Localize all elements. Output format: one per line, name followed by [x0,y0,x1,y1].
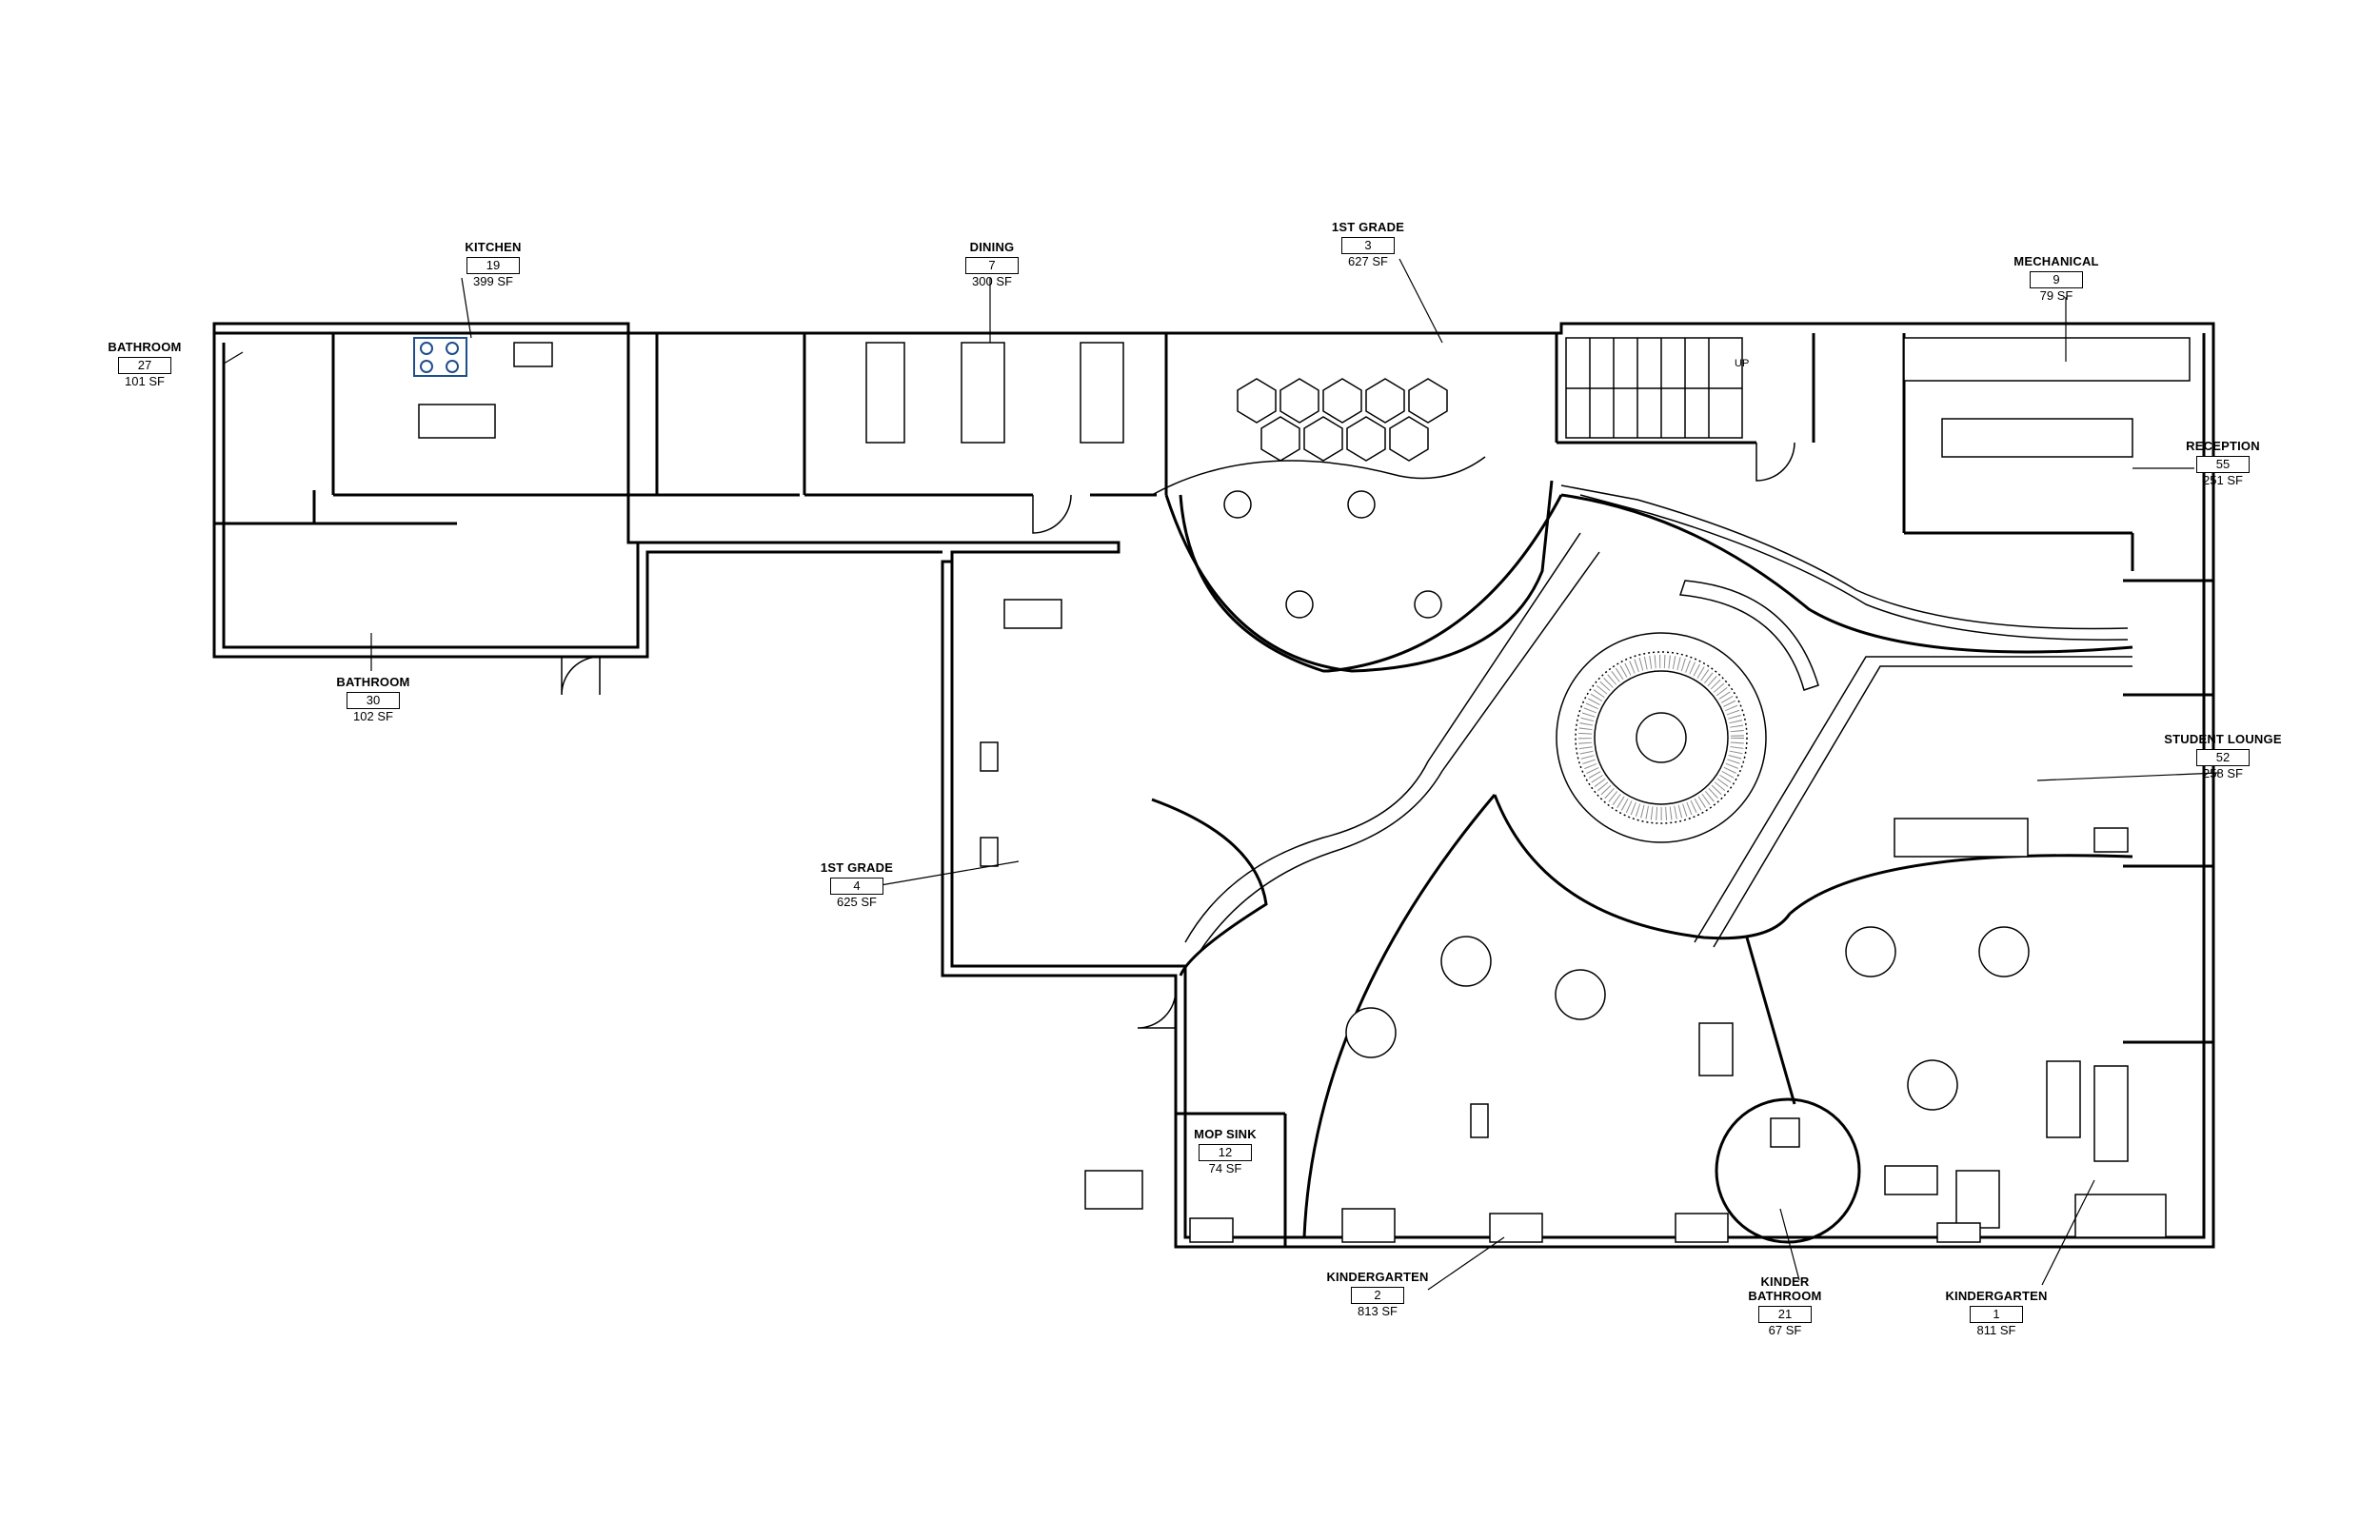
room-number: 7 [965,256,1019,274]
room-number: 4 [830,877,883,895]
room-tag-kitchen-19: KITCHEN 19 399 SF [417,240,569,289]
furniture [418,337,2191,1243]
room-name: KITCHEN [465,240,522,254]
mop-sink-room [1189,1217,1234,1243]
leader-lines [223,258,2219,1291]
room-number: 27 [118,356,171,374]
room-tag-first-grade-4: 1ST GRADE 4 625 SF [781,860,933,910]
room-tag-reception-55: RECEPTION 55 251 SF [2147,439,2299,488]
room-number: 55 [2196,455,2250,473]
kinder-bathroom-pod [1715,1097,1861,1244]
room-area: 67 SF [1768,1322,1802,1337]
room-area: 79 SF [2039,287,2073,303]
room-area: 300 SF [972,273,1012,288]
room-name: KINDERGARTEN [1945,1289,2048,1303]
corridor-curves [1184,484,2132,953]
room-tag-bathroom-27: BATHROOM 27 101 SF [69,340,221,389]
room-area: 102 SF [353,708,393,723]
room-tag-first-grade-3: 1ST GRADE 3 627 SF [1292,220,1444,269]
room-number: 30 [347,691,400,709]
exterior-walls [212,322,2215,1249]
room-area: 627 SF [1348,253,1388,268]
room-tag-dining-7: DINING 7 300 SF [916,240,1068,289]
room-tag-mechanical-9: MECHANICAL 9 79 SF [1980,254,2132,304]
room-number: 2 [1351,1286,1404,1304]
room-area: 251 SF [2203,472,2243,487]
room-number: 1 [1970,1305,2023,1323]
room-number: 12 [1199,1143,1252,1161]
room-tag-kindergarten-2: KINDERGARTEN 2 813 SF [1301,1270,1454,1319]
hexagon-cluster [1237,378,1448,462]
doors [561,442,1795,1029]
room-name: RECEPTION [2186,439,2260,453]
room-area: 101 SF [125,373,165,388]
room-area: 399 SF [473,273,513,288]
room-tag-kindergarten-1: KINDERGARTEN 1 811 SF [1920,1289,2073,1338]
room-name: STUDENT LOUNGE [2164,732,2282,746]
room-name: BATHROOM [108,340,182,354]
central-rotunda [1556,580,1819,843]
room-name: KINDER BATHROOM [1748,1274,1822,1303]
first-grade-3-room [1151,378,1554,673]
stair-up-label: UP [1735,358,1749,369]
interior-walls [214,333,2213,1247]
room-number: 52 [2196,748,2250,766]
room-area: 258 SF [2203,765,2243,780]
west-wing-lower [212,333,942,659]
room-tag-kinder-bathroom-21: KINDER BATHROOM 21 67 SF [1728,1274,1842,1338]
room-number: 19 [466,256,520,274]
round-tables [1223,490,2030,1111]
room-name: 1ST GRADE [1331,220,1405,234]
room-area: 74 SF [1208,1160,1242,1175]
room-name: 1ST GRADE [820,860,894,875]
room-tag-student-lounge-52: STUDENT LOUNGE 52 258 SF [2156,732,2290,781]
room-name: MECHANICAL [2013,254,2099,268]
room-name: DINING [969,240,1015,254]
kitchen-range [413,337,467,377]
room-name: KINDERGARTEN [1326,1270,1429,1284]
room-number: 9 [2030,270,2083,288]
room-name: BATHROOM [336,675,410,689]
room-number: 3 [1341,236,1395,254]
room-number: 21 [1758,1305,1812,1323]
room-tag-bathroom-30: BATHROOM 30 102 SF [297,675,449,724]
room-name: MOP SINK [1194,1127,1257,1141]
stair: UP [1565,337,1749,439]
west-wing-outline [212,322,2215,1249]
room-area: 813 SF [1358,1303,1398,1318]
room-area: 625 SF [837,894,877,909]
room-area: 811 SF [1976,1322,2016,1337]
room-tag-mop-sink-12: MOP SINK 12 74 SF [1159,1127,1292,1176]
